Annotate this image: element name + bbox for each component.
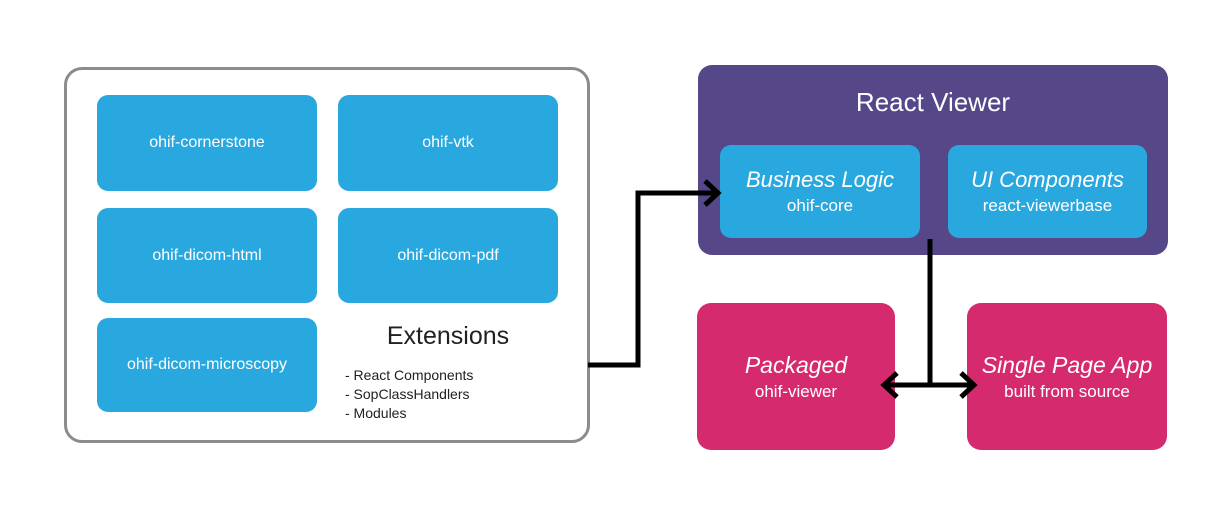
- react-viewer-title: React Viewer: [855, 87, 1011, 117]
- arrow-packaged-spa-bidirectional: [880, 371, 978, 399]
- extension-box-label: ohif-cornerstone: [149, 134, 265, 151]
- packaged-package: ohif-viewer: [754, 381, 838, 401]
- extension-box-label: ohif-dicom-microscopy: [126, 356, 288, 373]
- single-page-app-title: Single Page App: [981, 351, 1153, 378]
- extension-box-ohif-dicom-pdf: ohif-dicom-pdf: [338, 208, 558, 303]
- extension-box-ohif-vtk: ohif-vtk: [338, 95, 558, 191]
- extensions-bullet-modules: - Modules: [345, 405, 407, 421]
- business-logic-title: Business Logic: [746, 167, 894, 192]
- extension-box-label: ohif-dicom-html: [152, 246, 262, 264]
- packaged-box: Packaged ohif-viewer: [697, 303, 895, 450]
- single-page-app-subtitle: built from source: [1004, 381, 1130, 401]
- extensions-title: Extensions: [386, 322, 510, 350]
- extension-box-ohif-dicom-microscopy: ohif-dicom-microscopy: [97, 318, 317, 412]
- extensions-bullet-sopclasshandlers: - SopClassHandlers: [345, 386, 470, 402]
- extension-box-ohif-dicom-html: ohif-dicom-html: [97, 208, 317, 303]
- react-viewer-panel: React Viewer Business Logic ohif-core UI…: [698, 65, 1168, 255]
- extension-box-label: ohif-vtk: [422, 134, 474, 151]
- extensions-panel: ohif-cornerstone ohif-vtk ohif-dicom-htm…: [64, 67, 590, 443]
- extensions-bullet-react-components: - React Components: [345, 367, 474, 383]
- extension-box-label: ohif-dicom-pdf: [397, 246, 499, 264]
- ui-components-title: UI Components: [971, 167, 1124, 192]
- extensions-bullet-list: - React Components - SopClassHandlers - …: [345, 366, 575, 423]
- ui-components-box: UI Components react-viewerbase: [948, 145, 1147, 238]
- ui-components-package: react-viewerbase: [982, 196, 1113, 215]
- business-logic-package: ohif-core: [786, 196, 854, 215]
- extension-box-ohif-cornerstone: ohif-cornerstone: [97, 95, 317, 191]
- single-page-app-box: Single Page App built from source: [967, 303, 1167, 450]
- business-logic-box: Business Logic ohif-core: [720, 145, 920, 238]
- packaged-title: Packaged: [744, 351, 848, 378]
